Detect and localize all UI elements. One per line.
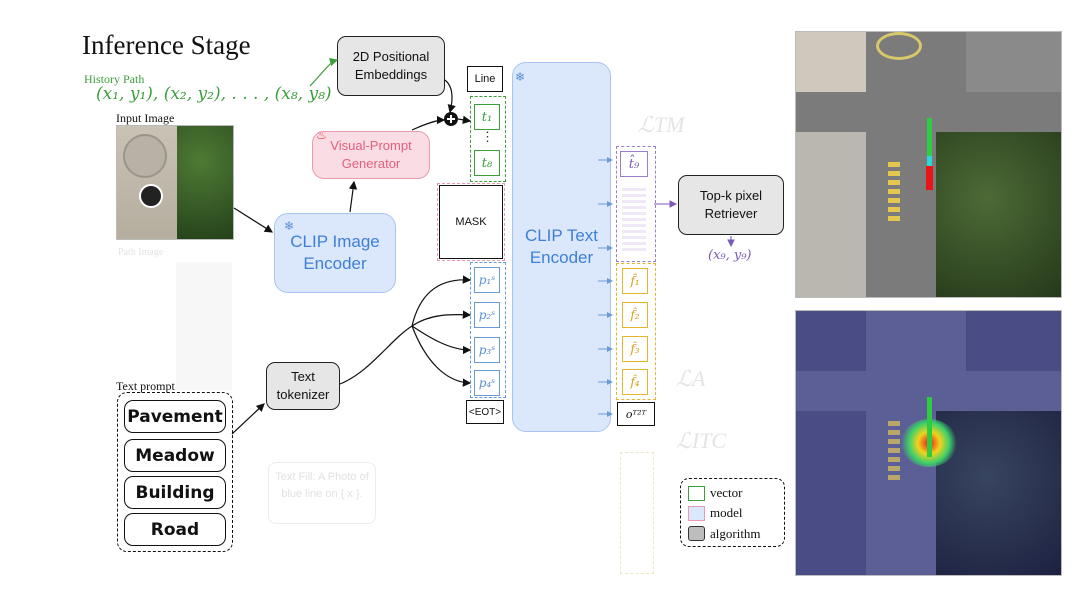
prompt-word-meadow: Meadow (124, 439, 226, 472)
ghost-loss-itc: ℒITC (676, 428, 727, 453)
frozen-snowflake-icon: ❄ (515, 70, 526, 84)
ghost-path-image-box (176, 262, 232, 390)
mask-token: MASK (437, 183, 505, 261)
line-token: Line (467, 66, 503, 92)
legend-label-vector: vector (710, 485, 743, 500)
history-path-label: History Path (84, 72, 145, 86)
encoder-output-arrows (598, 157, 613, 417)
token-f4: f̂₄ (622, 369, 648, 395)
text-tokenizer-box: Text tokenizer (266, 362, 340, 410)
connector (411, 325, 472, 387)
connector (457, 115, 472, 124)
connector (339, 325, 413, 385)
connector (444, 79, 456, 114)
legend (680, 478, 785, 547)
prompt-word-pavement: Pavement (124, 400, 226, 433)
connector (348, 180, 358, 213)
connector (309, 57, 339, 87)
token-t8: t₈ (474, 150, 500, 176)
connector (233, 207, 274, 233)
legend-label-model: model (710, 505, 743, 520)
top-k-pixel-retriever-box: Top-k pixel Retriever (678, 175, 784, 235)
page-title: Inference Stage (82, 30, 251, 60)
visual-prompt-generator-box: Visual-Prompt Generator (312, 131, 430, 179)
connector (411, 275, 472, 327)
legend-swatch-vector (688, 486, 705, 501)
input-image-label: Input Image (116, 111, 175, 125)
frozen-snowflake-icon: ❄ (284, 219, 295, 233)
input-image (116, 125, 234, 240)
token-p1: p₁ˢ (474, 267, 500, 293)
result-image-bottom (795, 310, 1062, 576)
token-o-t2t: oᵀ²ᵀ (617, 402, 655, 426)
token-p4: p₄ˢ (474, 370, 500, 396)
token-t9-hat: t̂₉ (620, 151, 648, 177)
legend-swatch-algorithm (688, 526, 705, 541)
ghost-loss-a: ℒA (676, 366, 706, 391)
plus-node (444, 112, 458, 126)
output-coordinate: (x₉, y₉) (708, 248, 752, 263)
ghost-text-fill-box: Text Fill: A Photo of blue line on { x }… (268, 462, 376, 524)
legend-swatch-model (688, 506, 705, 521)
text-prompt-label: Text prompt (116, 379, 175, 393)
eot-token: <EOT> (466, 400, 504, 424)
ghost-loss-tm: ℒTM (638, 112, 685, 137)
token-p2: p₂ˢ (474, 302, 500, 328)
ghost-token-column (620, 452, 654, 574)
connector (411, 115, 446, 131)
prompt-word-road: Road (124, 513, 226, 546)
positional-embeddings-box: 2D Positional Embeddings (337, 36, 445, 96)
token-f2: f̂₂ (622, 302, 648, 328)
output-f-group (616, 263, 656, 400)
ghost-path-image: Path Image (118, 247, 164, 258)
connector (411, 325, 472, 355)
result-image-top (795, 31, 1062, 298)
history-path-formula: (x₁, y₁), (x₂, y₂), . . . , (x₈, y₈) (96, 84, 332, 104)
token-t1: t₁ (474, 104, 500, 130)
connector (231, 403, 265, 435)
clip-image-encoder-box: CLIP Image Encoder (274, 213, 396, 293)
connector (411, 310, 472, 327)
history-token-group (470, 96, 506, 182)
prompt-token-group (470, 262, 506, 398)
token-f3: f̂₃ (622, 336, 648, 362)
faded-output-tokens (622, 188, 646, 254)
flame-icon: ♨ (316, 128, 327, 142)
token-p3: p₃ˢ (474, 337, 500, 363)
prompt-word-building: Building (124, 476, 226, 509)
token-dots: ⋮ (481, 129, 494, 144)
token-f1: f̂₁ (622, 268, 648, 294)
text-prompt-group (117, 392, 233, 552)
legend-label-algorithm: algorithm (710, 526, 761, 541)
